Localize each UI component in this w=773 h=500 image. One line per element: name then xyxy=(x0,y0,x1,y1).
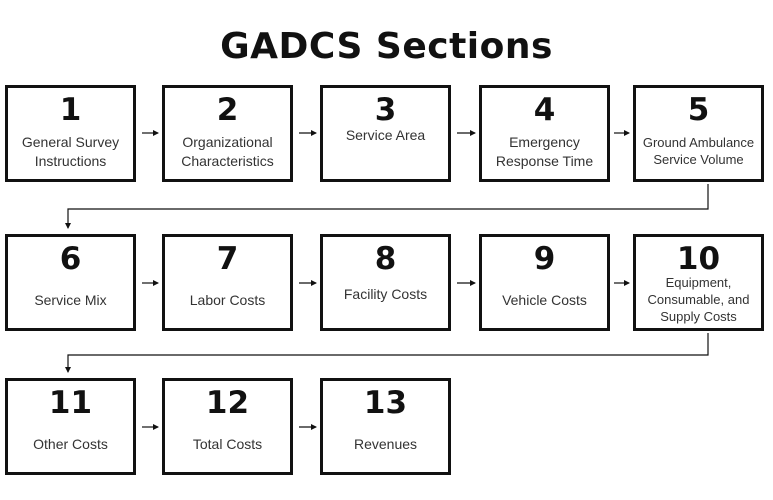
section-number: 3 xyxy=(374,92,397,128)
section-number: 11 xyxy=(48,385,93,421)
section-label: Other Costs xyxy=(33,436,108,452)
section-number: 10 xyxy=(676,241,721,277)
section-number: 6 xyxy=(59,241,82,277)
section-box-3: 3 Service Area xyxy=(320,85,451,182)
section-label: Emergency Response Time xyxy=(495,133,594,169)
section-number: 4 xyxy=(533,92,556,128)
section-number: 2 xyxy=(216,92,239,128)
section-box-11: 11 Other Costs xyxy=(5,378,136,475)
section-box-13: 13 Revenues xyxy=(320,378,451,475)
section-label: Service Area xyxy=(345,127,426,143)
section-label: Facility Costs xyxy=(343,286,428,302)
section-label: Vehicle Costs xyxy=(502,292,587,308)
section-number: 8 xyxy=(374,241,397,277)
section-box-2: 2 Organizational Characteristics xyxy=(162,85,293,182)
section-label: Service Mix xyxy=(34,292,107,308)
section-number: 13 xyxy=(363,385,408,421)
section-number: 12 xyxy=(205,385,250,421)
section-label: General Survey Instructions xyxy=(21,133,120,169)
section-label: Ground Ambulance Service Volume xyxy=(642,134,755,167)
section-label: Revenues xyxy=(353,436,418,452)
section-box-6: 6 Service Mix xyxy=(5,234,136,331)
section-box-5: 5 Ground Ambulance Service Volume xyxy=(633,85,764,182)
arrow-5-to-6 xyxy=(65,184,709,229)
section-number: 7 xyxy=(216,241,239,277)
diagram-title: GADCS Sections xyxy=(220,26,553,67)
section-box-10: 10 Equipment, Consumable, and Supply Cos… xyxy=(633,234,764,331)
section-box-4: 4 Emergency Response Time xyxy=(479,85,610,182)
arrow-10-to-11 xyxy=(65,333,709,373)
section-label: Equipment, Consumable, and Supply Costs xyxy=(647,275,750,324)
section-number: 5 xyxy=(687,92,710,128)
section-box-1: 1 General Survey Instructions xyxy=(5,85,136,182)
section-box-9: 9 Vehicle Costs xyxy=(479,234,610,331)
section-box-7: 7 Labor Costs xyxy=(162,234,293,331)
section-box-12: 12 Total Costs xyxy=(162,378,293,475)
section-label: Organizational Characteristics xyxy=(181,133,274,169)
section-label: Total Costs xyxy=(192,436,263,452)
section-box-8: 8 Facility Costs xyxy=(320,234,451,331)
section-number: 9 xyxy=(533,241,556,277)
section-number: 1 xyxy=(59,92,82,128)
section-label: Labor Costs xyxy=(189,292,266,308)
